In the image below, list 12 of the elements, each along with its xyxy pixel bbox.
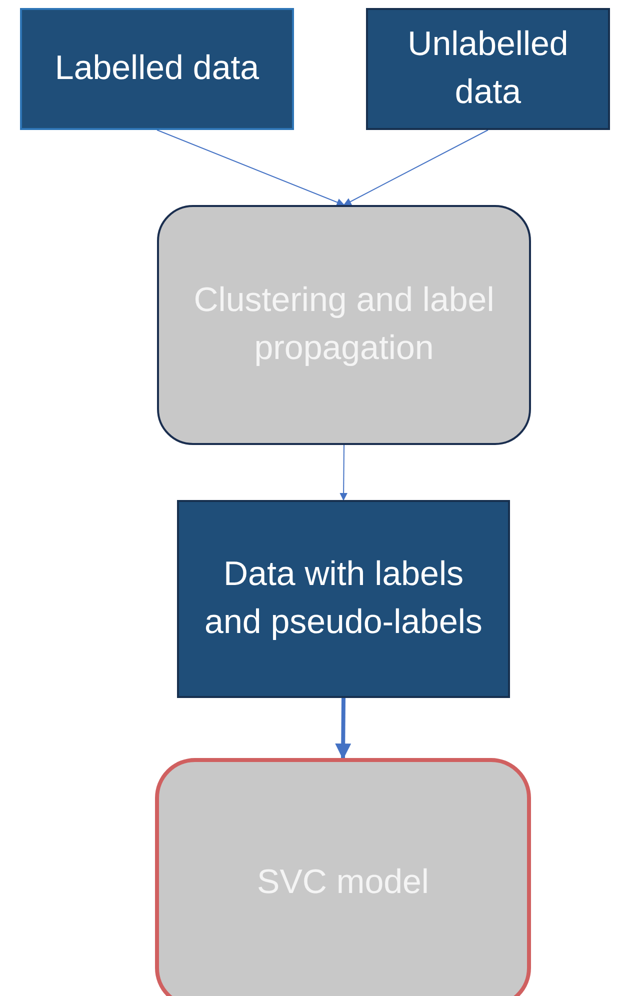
arrow bbox=[343, 130, 488, 206]
arrow bbox=[340, 444, 348, 501]
data-box bbox=[177, 500, 510, 698]
model-box bbox=[155, 758, 531, 996]
node-label: Unlabelled data bbox=[406, 24, 570, 113]
process-box bbox=[157, 205, 531, 445]
data-box bbox=[366, 8, 610, 130]
arrow bbox=[335, 698, 352, 760]
node-label: Data with labels and pseudo-labels bbox=[204, 554, 484, 643]
arrow bbox=[156, 130, 345, 206]
data-box bbox=[20, 8, 294, 130]
node-label: Labelled data bbox=[54, 48, 260, 90]
